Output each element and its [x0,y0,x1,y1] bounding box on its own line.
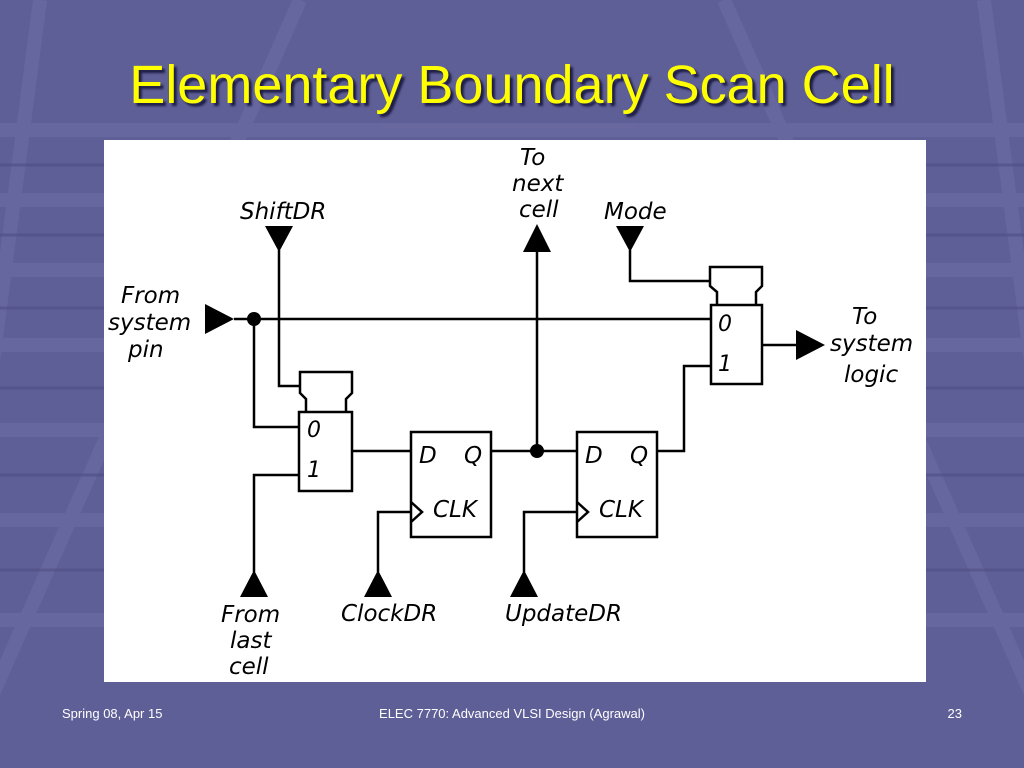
wire-last-cell [252,473,299,572]
output-mux [709,303,764,386]
scan-mux [297,410,354,493]
junction-dot [530,444,544,458]
to-system-logic-line1: To [852,304,877,330]
capture-q-label: Q [464,443,482,469]
output-mux-input-1: 1 [718,352,732,377]
arrow-clockdr-icon [364,570,392,597]
to-system-logic-line2: system [830,331,913,357]
footer-page-number: 23 [947,706,962,721]
arrow-shiftdr-icon [265,226,293,252]
from-system-pin-line3: pin [127,337,164,363]
wire-updatedr [522,510,577,572]
scan-mux-input-0: 0 [307,418,321,443]
from-last-cell-line2: last [230,628,272,654]
capture-clk-label: CLK [433,497,479,523]
updatedr-label: UpdateDR [505,601,622,627]
footer-date: Spring 08, Apr 15 [62,706,163,721]
mode-label: Mode [604,199,667,225]
from-last-cell-line1: From [221,602,280,628]
clockdr-label: ClockDR [341,601,437,627]
capture-d-label: D [419,443,437,469]
arrow-mode-icon [616,226,644,252]
shiftdr-label: ShiftDR [240,199,326,225]
capture-flipflop [409,430,493,539]
to-next-cell-line1: To [520,145,545,171]
slide-title: Elementary Boundary Scan Cell [129,55,895,115]
update-flipflop [575,430,659,539]
output-mux-input-0: 0 [718,312,732,337]
junction-dot [247,312,261,326]
diagram-panel: 0 1 0 1 D Q CLK D Q CLK ShiftDR Mode Clo… [104,140,926,682]
footer-course: ELEC 7770: Advanced VLSI Design (Agrawal… [379,706,645,721]
update-q-label: Q [630,443,648,469]
to-next-cell-line3: cell [519,197,559,223]
wire-ff2-to-mux2 [657,364,711,453]
from-system-pin-line1: From [121,283,180,309]
output-mux-select-cap [708,265,764,305]
to-system-logic-line3: logic [844,362,898,388]
wire-mode [628,250,710,283]
from-last-cell-line3: cell [229,654,269,680]
boundary-scan-cell-diagram: 0 1 0 1 D Q CLK D Q CLK ShiftDR Mode Clo… [108,145,913,680]
update-d-label: D [585,443,603,469]
arrow-system-pin-icon [205,304,234,334]
arrow-next-cell-icon [523,224,551,252]
arrow-updatedr-icon [510,570,538,597]
arrow-system-logic-icon [796,330,825,360]
scan-mux-input-1: 1 [307,458,321,483]
update-clk-label: CLK [599,497,645,523]
to-next-cell-line2: next [512,171,564,197]
from-system-pin-line2: system [108,310,191,336]
arrow-last-cell-icon [240,570,268,597]
wire-pin-to-mux1 [252,319,299,429]
wire-shiftdr [277,250,299,388]
scan-mux-select-cap [298,370,354,412]
update-clk-triangle [576,501,590,523]
wire-clockdr [376,510,411,572]
capture-clk-triangle [410,501,424,523]
